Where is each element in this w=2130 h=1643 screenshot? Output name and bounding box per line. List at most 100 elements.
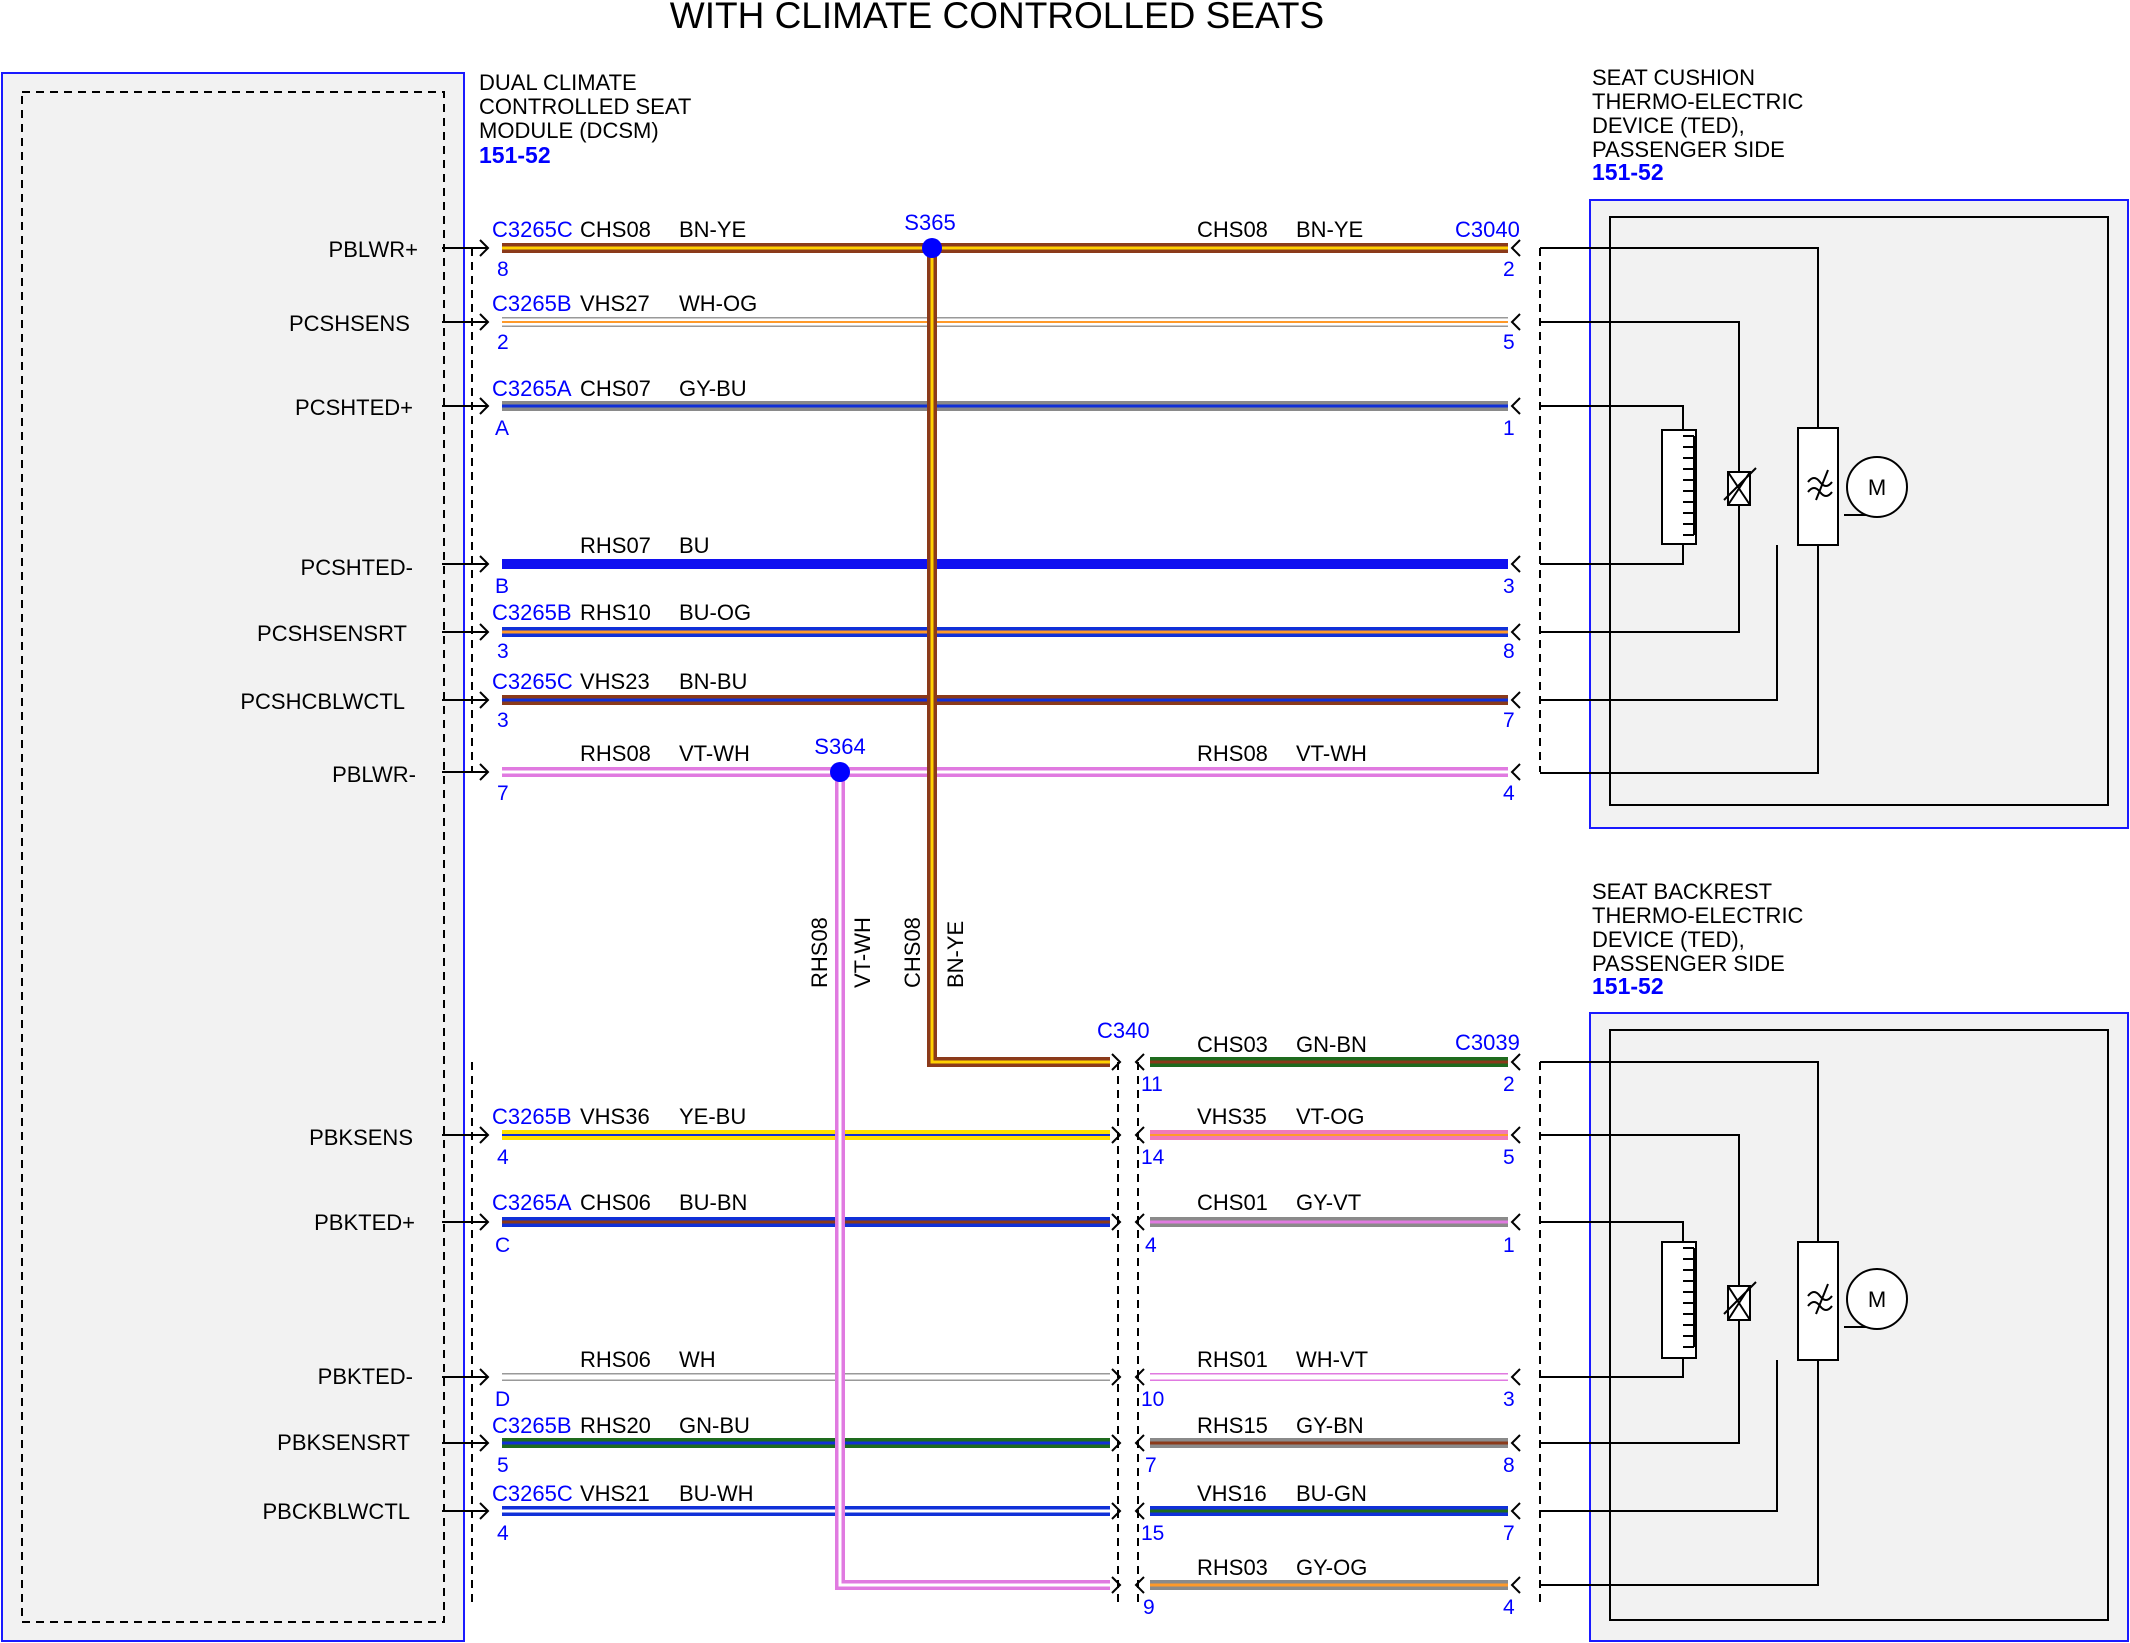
wire-row: PBKSENS C3265B VHS36 YE-BU 4 14 VHS35 VT… xyxy=(309,1104,1515,1169)
svg-text:1: 1 xyxy=(1503,1234,1515,1257)
svg-text:C3265B: C3265B xyxy=(492,1104,572,1129)
svg-text:3: 3 xyxy=(1503,1388,1515,1411)
cushion-blower-controller-icon xyxy=(1797,427,1839,546)
svg-text:1: 1 xyxy=(1503,417,1515,440)
svg-text:RHS01: RHS01 xyxy=(1197,1347,1268,1372)
svg-text:VHS35: VHS35 xyxy=(1197,1104,1267,1129)
svg-text:C3265C: C3265C xyxy=(492,217,573,242)
svg-text:C3265C: C3265C xyxy=(492,669,573,694)
c340-top-color: GN-BN xyxy=(1296,1032,1367,1057)
c340-bottom-pin: 9 xyxy=(1143,1596,1155,1619)
svg-text:RHS20: RHS20 xyxy=(580,1413,651,1438)
connector-c3040: C3040 xyxy=(1455,217,1520,242)
svg-text:YE-BU: YE-BU xyxy=(679,1104,746,1129)
wire-row: PCSHCBLWCTL C3265C VHS23 BN-BU 3 7 xyxy=(240,669,1514,732)
svg-text:PBLWR+: PBLWR+ xyxy=(329,237,418,262)
svg-text:PBKTED+: PBKTED+ xyxy=(314,1210,415,1235)
vertical-chs08-color: BN-YE xyxy=(943,921,968,988)
svg-text:BU-GN: BU-GN xyxy=(1296,1481,1367,1506)
wire-row: PBKTED+ C3265A CHS06 BU-BN C 4 CHS01 GY-… xyxy=(314,1190,1515,1257)
svg-text:WH-OG: WH-OG xyxy=(679,291,757,316)
svg-text:BU-BN: BU-BN xyxy=(679,1190,747,1215)
svg-text:VT-WH: VT-WH xyxy=(1296,741,1367,766)
c340-bottom-far-pin: 4 xyxy=(1503,1596,1515,1619)
svg-text:CHS01: CHS01 xyxy=(1197,1190,1268,1215)
svg-text:RHS08: RHS08 xyxy=(1197,741,1268,766)
svg-text:BU-OG: BU-OG xyxy=(679,600,751,625)
svg-text:C3265B: C3265B xyxy=(492,600,572,625)
cushion-motor-icon: M xyxy=(1846,456,1908,518)
svg-text:PBCKBLWCTL: PBCKBLWCTL xyxy=(262,1499,410,1524)
backrest-thermistor-icon xyxy=(1723,1281,1757,1321)
svg-text:VHS27: VHS27 xyxy=(580,291,650,316)
svg-text:2: 2 xyxy=(1503,258,1515,281)
svg-text:WH: WH xyxy=(679,1347,716,1372)
splice-s365 xyxy=(922,238,942,258)
svg-text:VHS16: VHS16 xyxy=(1197,1481,1267,1506)
c340-top-circuit: CHS03 xyxy=(1197,1032,1268,1057)
cushion-ted-ref: 151-52 xyxy=(1592,159,1664,185)
svg-text:5: 5 xyxy=(497,1454,509,1477)
svg-text:M: M xyxy=(1868,1287,1886,1312)
svg-text:3: 3 xyxy=(1503,575,1515,598)
dcsm-name-line-3: MODULE (DCSM) xyxy=(479,118,659,143)
svg-text:VT-OG: VT-OG xyxy=(1296,1104,1364,1129)
c340-bottom-color: GY-OG xyxy=(1296,1555,1367,1580)
svg-text:PCSHTED+: PCSHTED+ xyxy=(295,395,413,420)
svg-text:8: 8 xyxy=(497,258,509,281)
svg-text:15: 15 xyxy=(1141,1522,1164,1545)
cushion-thermistor-icon xyxy=(1723,467,1757,506)
svg-text:7: 7 xyxy=(1145,1454,1157,1477)
cushion-ted-name-line-4: PASSENGER SIDE xyxy=(1592,137,1785,162)
svg-text:BN-YE: BN-YE xyxy=(679,217,746,242)
svg-text:CHS07: CHS07 xyxy=(580,376,651,401)
svg-text:GY-VT: GY-VT xyxy=(1296,1190,1361,1215)
svg-text:GY-BU: GY-BU xyxy=(679,376,747,401)
dcsm-name-line-1: DUAL CLIMATE xyxy=(479,70,637,95)
pin-stubs xyxy=(442,239,1521,1594)
vertical-rhs08-circuit: RHS08 xyxy=(807,917,832,988)
svg-text:2: 2 xyxy=(497,331,509,354)
svg-text:PCSHTED-: PCSHTED- xyxy=(301,555,413,580)
svg-text:3: 3 xyxy=(497,709,509,732)
wire-row: PCSHTED- RHS07 BU B 3 xyxy=(301,533,1515,598)
wire-row: PBLWR+ C3265C CHS08 BN-YE 8 CHS08 BN-YE … xyxy=(329,217,1515,281)
vertical-chs08-circuit: CHS08 xyxy=(900,917,925,988)
svg-text:CHS08: CHS08 xyxy=(1197,217,1268,242)
svg-text:WH-VT: WH-VT xyxy=(1296,1347,1368,1372)
svg-text:PBKSENSRT: PBKSENSRT xyxy=(277,1430,410,1455)
svg-text:RHS07: RHS07 xyxy=(580,533,651,558)
svg-text:C3265A: C3265A xyxy=(492,1190,572,1215)
cushion-ted-name-line-2: THERMO-ELECTRIC xyxy=(1592,89,1804,114)
svg-text:GY-BN: GY-BN xyxy=(1296,1413,1364,1438)
svg-text:C3265B: C3265B xyxy=(492,1413,572,1438)
vertical-wire-rhs08 xyxy=(835,772,1110,1590)
backrest-ted-name-line-1: SEAT BACKREST xyxy=(1592,879,1772,904)
wire-row: PBKSENSRT C3265B RHS20 GN-BU 5 7 RHS15 G… xyxy=(277,1413,1515,1477)
svg-text:A: A xyxy=(495,417,509,440)
svg-text:C: C xyxy=(495,1234,510,1257)
svg-text:5: 5 xyxy=(1503,1146,1515,1169)
svg-text:RHS15: RHS15 xyxy=(1197,1413,1268,1438)
c340-bottom-circuit: RHS03 xyxy=(1197,1555,1268,1580)
svg-text:RHS10: RHS10 xyxy=(580,600,651,625)
svg-text:4: 4 xyxy=(1503,782,1515,805)
svg-text:8: 8 xyxy=(1503,1454,1515,1477)
backrest-ted-name-line-2: THERMO-ELECTRIC xyxy=(1592,903,1804,928)
svg-text:5: 5 xyxy=(1503,331,1515,354)
wire-row: PBLWR- RHS08 VT-WH 7 RHS08 VT-WH 4 xyxy=(332,741,1515,805)
c340-top-pin: 11 xyxy=(1141,1073,1163,1096)
backrest-ted-name-line-3: DEVICE (TED), xyxy=(1592,927,1745,952)
dcsm-name-line-2: CONTROLLED SEAT xyxy=(479,94,691,119)
svg-text:10: 10 xyxy=(1141,1388,1164,1411)
svg-text:BU-WH: BU-WH xyxy=(679,1481,754,1506)
connector-c3039: C3039 xyxy=(1455,1030,1520,1055)
splice-s364 xyxy=(830,762,850,782)
svg-text:4: 4 xyxy=(1145,1234,1157,1257)
backrest-ted-ref: 151-52 xyxy=(1592,973,1664,999)
splice-s365-label: S365 xyxy=(904,210,955,235)
cushion-internal-wiring xyxy=(1540,247,1881,774)
svg-text:BN-BU: BN-BU xyxy=(679,669,747,694)
svg-text:CHS08: CHS08 xyxy=(580,217,651,242)
